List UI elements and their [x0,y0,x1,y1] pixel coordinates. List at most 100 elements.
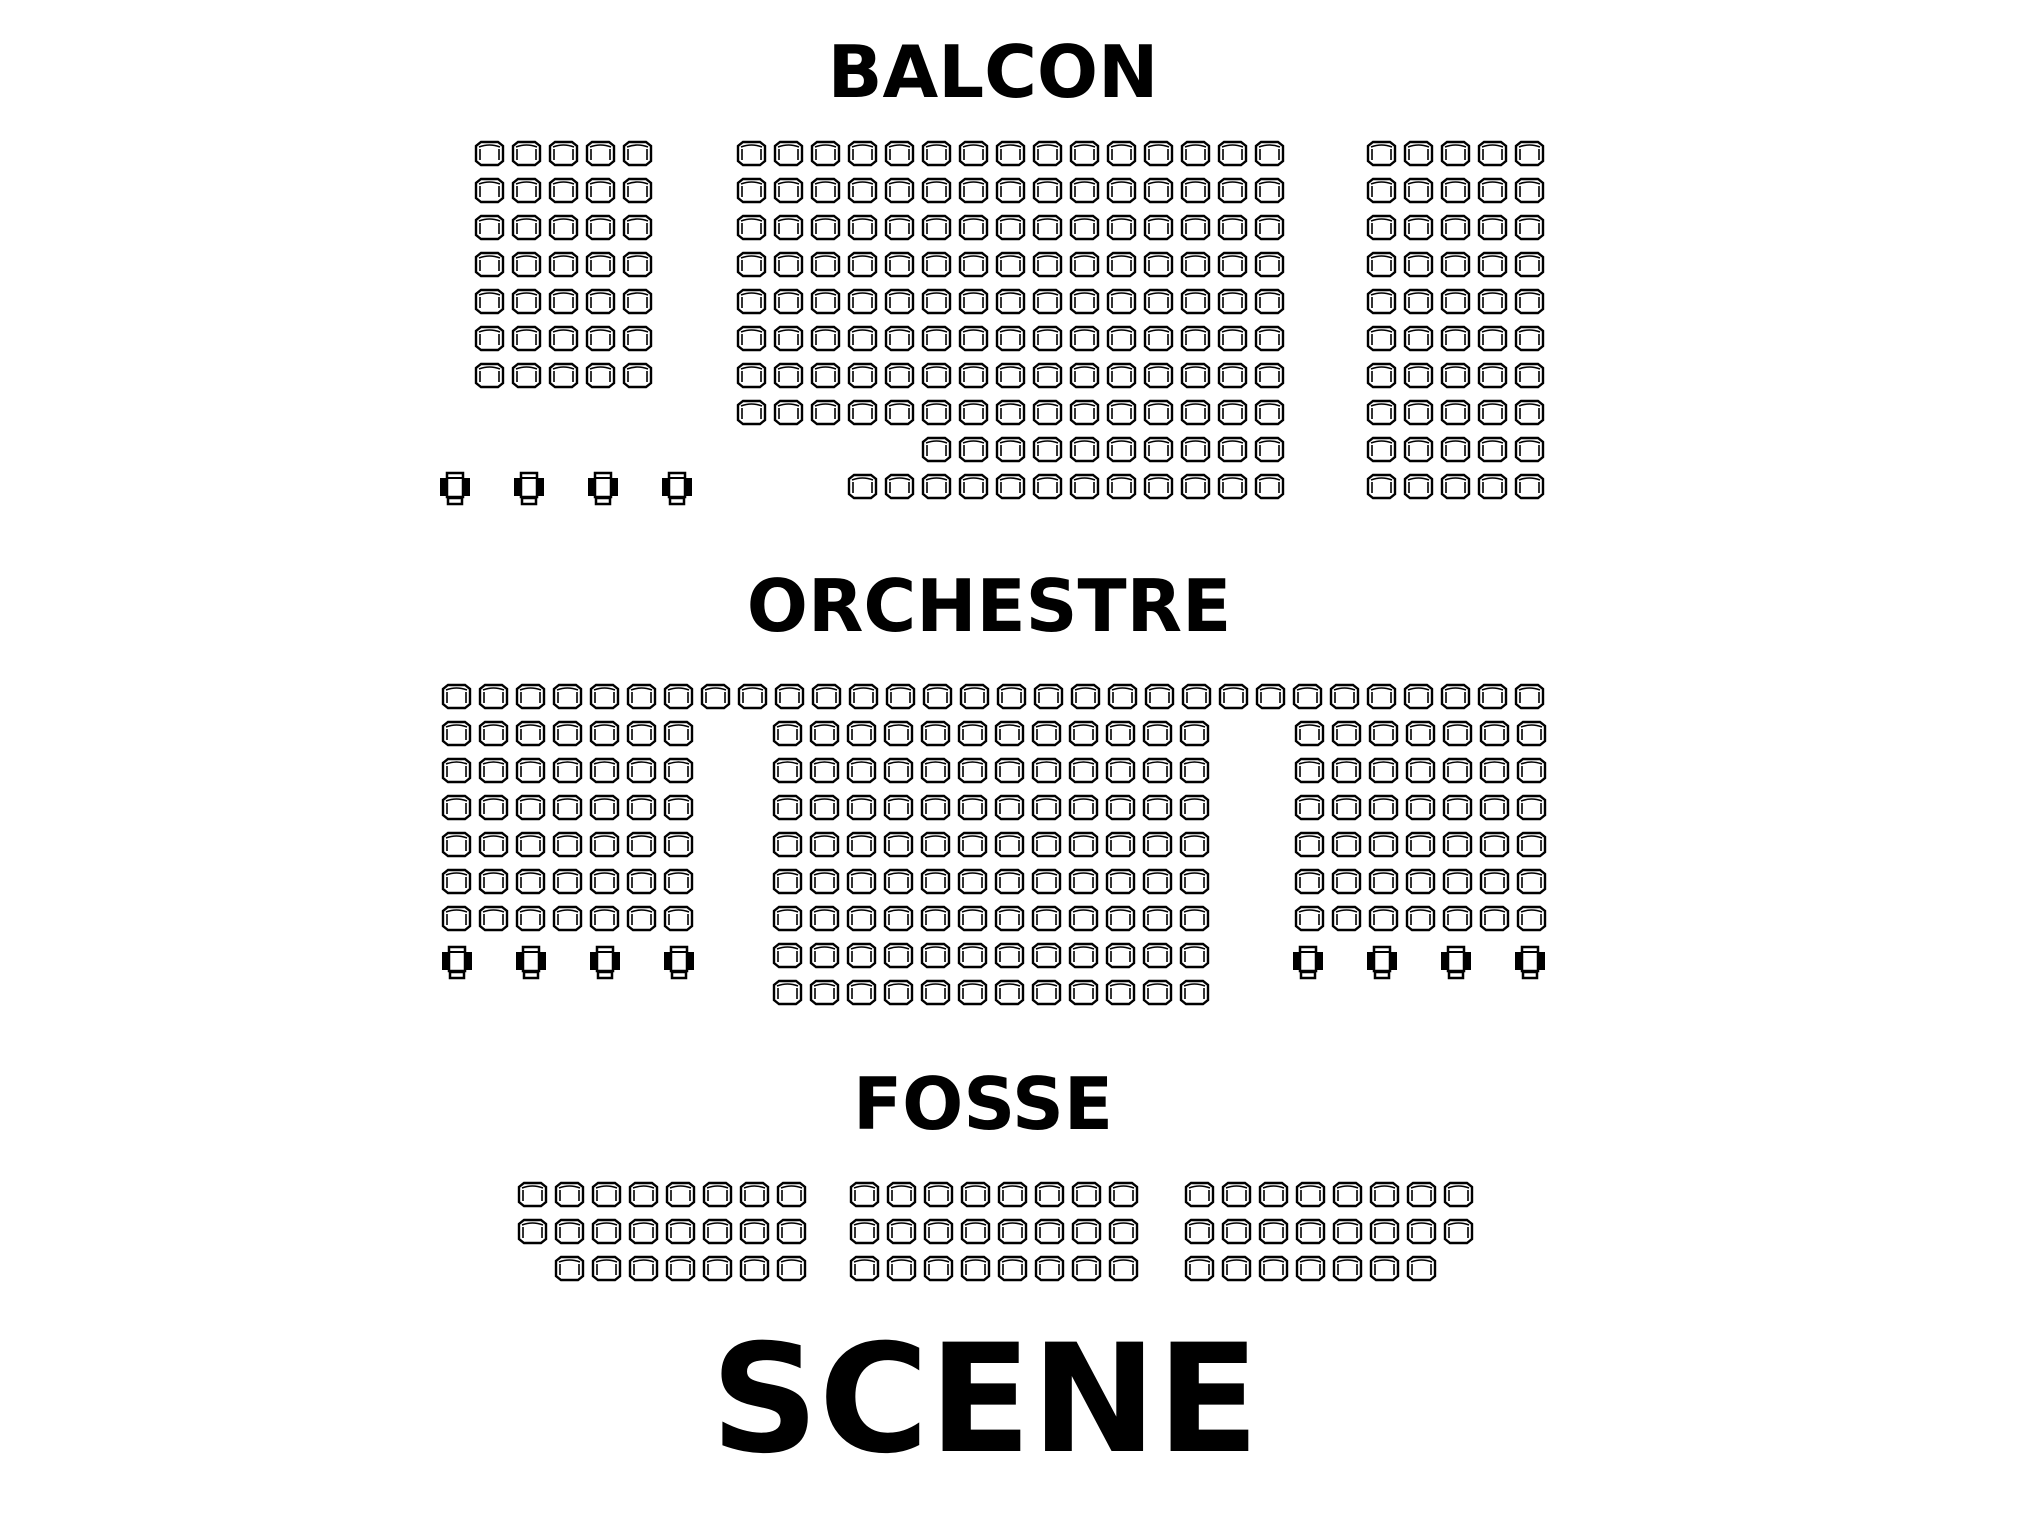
seat-balcon-right-r1-s1[interactable] [1366,140,1397,167]
seat-orchestre-front-r1-s19[interactable] [1107,683,1138,710]
seat-balcon-center-r6-s3[interactable] [810,325,841,352]
seat-orchestre-front-r1-s4[interactable] [552,683,583,710]
seat-balcon-center-r8-s10[interactable] [1069,399,1100,426]
seat-fosse-center-r3-s7[interactable] [1071,1255,1102,1282]
seat-orchestre-center-r4-s12[interactable] [1179,831,1210,858]
seat-balcon-center-r4-s15[interactable] [1254,251,1285,278]
seat-orchestre-center-r1-s11[interactable] [1142,720,1173,747]
seat-balcon-right-r5-s4[interactable] [1477,288,1508,315]
seat-orchestre-center-r2-s7[interactable] [994,757,1025,784]
seat-balcon-center-r6-s8[interactable] [995,325,1026,352]
seat-balcon-right-r10-s1[interactable] [1366,473,1397,500]
seat-orchestre-left-r6-s7[interactable] [663,905,694,932]
seat-fosse-left-r3-s6[interactable] [739,1255,770,1282]
seat-balcon-center-r3-s15[interactable] [1254,214,1285,241]
seat-orchestre-right-r3-s2[interactable] [1331,794,1362,821]
seat-balcon-center-r8-s9[interactable] [1032,399,1063,426]
seat-orchestre-center-r6-s9[interactable] [1068,905,1099,932]
seat-balcon-center-r6-s15[interactable] [1254,325,1285,352]
seat-orchestre-center-r5-s2[interactable] [809,868,840,895]
seat-orchestre-center-r4-s1[interactable] [772,831,803,858]
seat-balcon-right-r7-s1[interactable] [1366,362,1397,389]
seat-fosse-right-r1-s1[interactable] [1184,1181,1215,1208]
seat-balcon-right-r7-s2[interactable] [1403,362,1434,389]
seat-orchestre-right-r5-s6[interactable] [1479,868,1510,895]
seat-orchestre-right-r1-s6[interactable] [1479,720,1510,747]
seat-orchestre-left-r3-s7[interactable] [663,794,694,821]
seat-orchestre-front-r1-s1[interactable] [441,683,472,710]
seat-balcon-center-r6-s1[interactable] [736,325,767,352]
seat-balcon-center-r1-s8[interactable] [995,140,1026,167]
seat-orchestre-center-r8-s12[interactable] [1179,979,1210,1006]
seat-fosse-center-r3-s1[interactable] [849,1255,880,1282]
seat-balcon-center-r7-s6[interactable] [921,362,952,389]
wheelchair-space-orchestre-left-4[interactable] [663,944,695,980]
seat-balcon-right-r2-s5[interactable] [1514,177,1545,204]
seat-orchestre-right-r2-s3[interactable] [1368,757,1399,784]
seat-fosse-left-r1-s5[interactable] [665,1181,696,1208]
seat-orchestre-left-r2-s7[interactable] [663,757,694,784]
seat-orchestre-right-r6-s2[interactable] [1331,905,1362,932]
seat-balcon-center-r9-s4[interactable] [1032,436,1063,463]
seat-balcon-center-r8-s2[interactable] [773,399,804,426]
seat-balcon-center-r9-s8[interactable] [1180,436,1211,463]
seat-fosse-left-r1-s1[interactable] [517,1181,548,1208]
seat-balcon-center-r10-s1[interactable] [847,473,878,500]
seat-balcon-left-r7-s3[interactable] [548,362,579,389]
seat-balcon-right-r5-s1[interactable] [1366,288,1397,315]
seat-orchestre-front-r1-s14[interactable] [922,683,953,710]
seat-orchestre-center-r2-s6[interactable] [957,757,988,784]
seat-orchestre-center-r6-s8[interactable] [1031,905,1062,932]
seat-orchestre-center-r1-s6[interactable] [957,720,988,747]
seat-orchestre-right-r5-s2[interactable] [1331,868,1362,895]
seat-balcon-right-r9-s3[interactable] [1440,436,1471,463]
seat-balcon-center-r1-s3[interactable] [810,140,841,167]
seat-orchestre-center-r4-s9[interactable] [1068,831,1099,858]
seat-fosse-left-r3-s5[interactable] [702,1255,733,1282]
seat-balcon-center-r4-s11[interactable] [1106,251,1137,278]
seat-fosse-left-r2-s5[interactable] [665,1218,696,1245]
seat-balcon-center-r2-s14[interactable] [1217,177,1248,204]
seat-fosse-left-r2-s6[interactable] [702,1218,733,1245]
seat-balcon-center-r3-s4[interactable] [847,214,878,241]
seat-fosse-center-r1-s8[interactable] [1108,1181,1139,1208]
seat-balcon-center-r10-s2[interactable] [884,473,915,500]
seat-balcon-left-r5-s4[interactable] [585,288,616,315]
seat-orchestre-center-r1-s12[interactable] [1179,720,1210,747]
seat-balcon-center-r3-s8[interactable] [995,214,1026,241]
seat-fosse-right-r2-s7[interactable] [1406,1218,1437,1245]
seat-orchestre-front-r1-s16[interactable] [996,683,1027,710]
seat-fosse-right-r2-s4[interactable] [1295,1218,1326,1245]
seat-orchestre-left-r5-s1[interactable] [441,868,472,895]
seat-orchestre-center-r7-s12[interactable] [1179,942,1210,969]
seat-balcon-center-r6-s12[interactable] [1143,325,1174,352]
seat-fosse-center-r1-s5[interactable] [997,1181,1028,1208]
seat-orchestre-left-r6-s1[interactable] [441,905,472,932]
seat-orchestre-left-r5-s7[interactable] [663,868,694,895]
seat-orchestre-right-r2-s5[interactable] [1442,757,1473,784]
seat-balcon-right-r4-s4[interactable] [1477,251,1508,278]
seat-orchestre-center-r5-s11[interactable] [1142,868,1173,895]
seat-balcon-right-r4-s2[interactable] [1403,251,1434,278]
seat-balcon-center-r8-s13[interactable] [1180,399,1211,426]
seat-orchestre-center-r4-s2[interactable] [809,831,840,858]
seat-orchestre-center-r8-s7[interactable] [994,979,1025,1006]
seat-orchestre-center-r4-s7[interactable] [994,831,1025,858]
seat-orchestre-center-r6-s3[interactable] [846,905,877,932]
seat-fosse-center-r3-s3[interactable] [923,1255,954,1282]
seat-orchestre-front-r1-s9[interactable] [737,683,768,710]
seat-orchestre-right-r1-s1[interactable] [1294,720,1325,747]
seat-orchestre-center-r8-s11[interactable] [1142,979,1173,1006]
seat-balcon-center-r5-s14[interactable] [1217,288,1248,315]
seat-orchestre-front-r1-s11[interactable] [811,683,842,710]
seat-balcon-center-r8-s7[interactable] [958,399,989,426]
seat-balcon-center-r6-s11[interactable] [1106,325,1137,352]
seat-orchestre-front-r1-s2[interactable] [478,683,509,710]
seat-balcon-left-r1-s3[interactable] [548,140,579,167]
seat-balcon-center-r7-s12[interactable] [1143,362,1174,389]
seat-balcon-center-r5-s10[interactable] [1069,288,1100,315]
seat-orchestre-center-r2-s10[interactable] [1105,757,1136,784]
seat-balcon-right-r4-s5[interactable] [1514,251,1545,278]
seat-fosse-center-r3-s6[interactable] [1034,1255,1065,1282]
seat-orchestre-right-r1-s7[interactable] [1516,720,1547,747]
